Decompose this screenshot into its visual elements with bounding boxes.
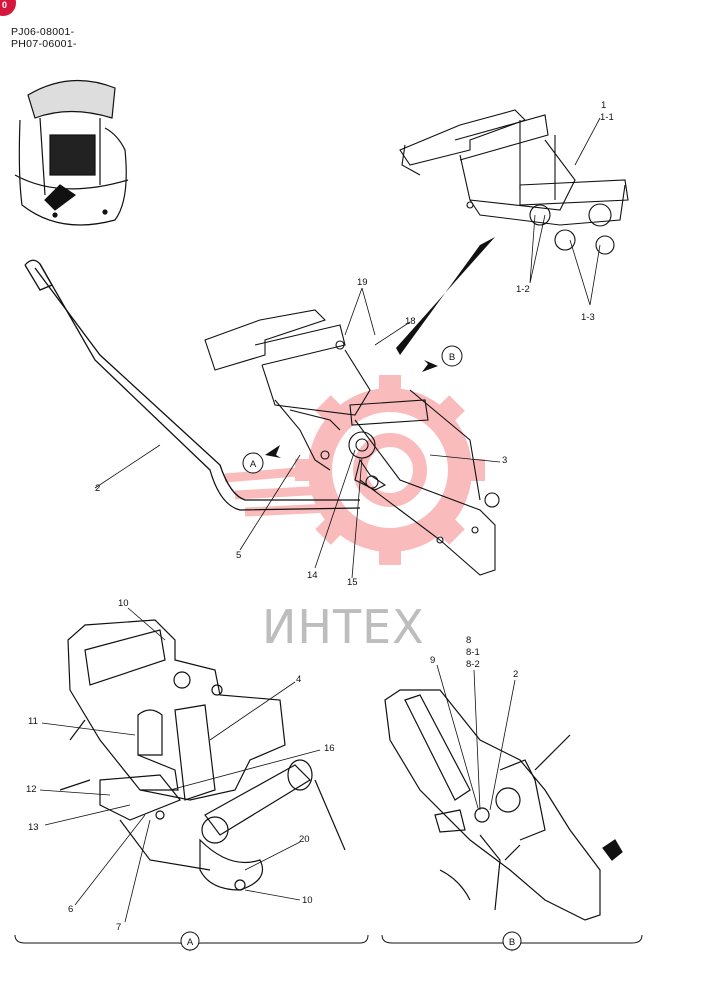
zoom-pointer — [396, 237, 495, 355]
label-a-7: 7 — [116, 922, 121, 933]
label-b-8-1: 8-1 — [466, 647, 480, 658]
label-19: 19 — [357, 277, 368, 288]
machine-cab-thumbnail — [14, 79, 129, 226]
label-2: 2 — [95, 483, 100, 494]
label-18: 18 — [405, 316, 416, 327]
detail-a-view — [59, 619, 346, 891]
view-marker-b: B — [422, 345, 463, 372]
label-a-20: 20 — [299, 834, 310, 845]
label-1-3: 1-3 — [581, 312, 595, 323]
label-1: 1 — [601, 100, 606, 111]
main-assembly — [204, 309, 500, 576]
label-a-16: 16 — [324, 743, 335, 754]
label-b-8: 8 — [466, 635, 471, 646]
view-marker-a: A — [242, 445, 281, 474]
corner-badge: 0 — [0, 0, 16, 16]
main-leader-lines — [94, 117, 601, 579]
detail-a-leaders — [39, 607, 321, 923]
label-b-2: 2 — [513, 669, 518, 680]
part-1-bracket-frame — [399, 109, 629, 255]
label-a-4: 4 — [296, 674, 301, 685]
label-15: 15 — [347, 577, 358, 588]
label-a-11: 11 — [28, 716, 38, 727]
detail-b-view — [384, 689, 623, 921]
label-b-9: 9 — [430, 655, 435, 666]
label-a-6: 6 — [68, 904, 73, 915]
label-a-10-top: 10 — [118, 598, 129, 609]
label-1-2: 1-2 — [516, 284, 530, 295]
watermark-text: ИНТЕХ — [262, 600, 425, 654]
detail-b-caption: B — [509, 937, 515, 948]
detail-a-caption-badge: A — [180, 931, 200, 951]
label-a-13: 13 — [28, 822, 39, 833]
label-b-8-2: 8-2 — [466, 659, 480, 670]
detail-a-caption: A — [187, 937, 194, 948]
detail-b-leaders — [436, 664, 516, 811]
badge-text: 0 — [2, 0, 8, 10]
label-1-1: 1-1 — [600, 112, 614, 123]
view-marker-a-letter: A — [250, 459, 257, 470]
detail-b-caption-badge: B — [502, 931, 522, 951]
serial-line-1: PJ06-08001- — [11, 26, 75, 38]
watermark-gear-icon — [224, 375, 485, 565]
label-5: 5 — [236, 550, 241, 561]
label-14: 14 — [307, 570, 318, 581]
serial-line-2: PH07-06001- — [11, 38, 77, 50]
label-3: 3 — [502, 455, 507, 466]
part-2-lever — [24, 259, 361, 511]
serial-range: PJ06-08001- PH07-06001- — [11, 26, 77, 50]
view-marker-b-letter: B — [449, 352, 455, 363]
label-a-12: 12 — [26, 784, 37, 795]
label-a-10-bottom: 10 — [302, 895, 313, 906]
